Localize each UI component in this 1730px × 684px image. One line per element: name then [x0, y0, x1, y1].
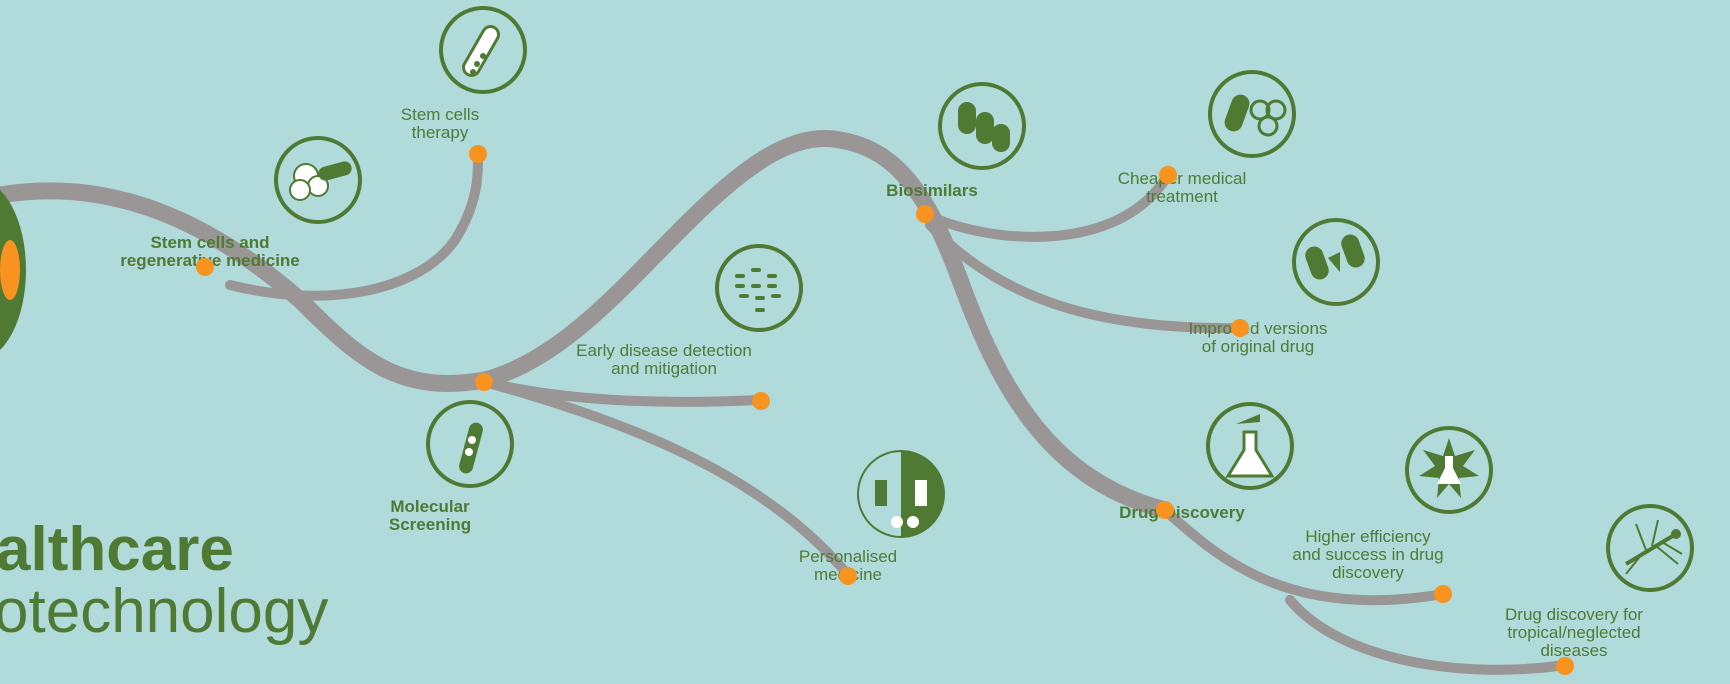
- label-early-detection: Early disease detection and mitigation: [576, 341, 752, 378]
- label-molecular-screening: Molecular Screening: [388, 497, 472, 534]
- branch-cheaper: [920, 170, 1173, 242]
- node-dot-molecular: [475, 373, 493, 391]
- title-healthcare: althcare: [0, 515, 234, 584]
- flask-burst-icon: [1405, 426, 1493, 514]
- flask-icon: [1206, 402, 1294, 490]
- test-tube-cells-icon: [439, 6, 527, 94]
- label-drug-discovery: Drug Discovery: [1119, 503, 1245, 522]
- node-dot-improved: [1231, 319, 1249, 337]
- node-dot-drug-discovery: [1156, 501, 1174, 519]
- branch-improved: [925, 220, 1245, 334]
- label-stem-cells-therapy: Stem cells therapy: [400, 105, 480, 142]
- stem-cell-regeneration-icon: [274, 136, 362, 224]
- dna-sequence-icon: [715, 244, 803, 332]
- label-cheaper-treatment: Cheaper medical treatment: [1117, 169, 1247, 206]
- node-dot-tropical: [1556, 657, 1574, 675]
- label-stem-cells-regenerative: Stem cells and regenerative medicine: [120, 233, 300, 270]
- node-dot-higher-efficiency: [1434, 585, 1452, 603]
- node-dot-cheaper: [1159, 166, 1177, 184]
- branch-higher-eff: [1160, 505, 1448, 606]
- screening-tube-icon: [426, 400, 514, 488]
- mosquito-icon: [1606, 504, 1694, 592]
- trunk-branch: [0, 130, 1174, 519]
- label-higher-efficiency: Higher efficiency and success in drug di…: [1292, 527, 1444, 582]
- node-dot-early-detection: [752, 392, 770, 410]
- branch-tropical: [1285, 595, 1570, 675]
- label-biosimilars: Biosimilars: [886, 181, 978, 200]
- node-dot-stem-regen: [196, 258, 214, 276]
- improved-capsules-icon: [1292, 218, 1380, 306]
- branch-personalised: [480, 377, 853, 580]
- cheaper-pills-icon: [1208, 70, 1296, 158]
- label-tropical-diseases: Drug discovery for tropical/neglected di…: [1505, 605, 1643, 660]
- node-dot-personalised: [839, 567, 857, 585]
- label-improved-versions: Improved versions of original drug: [1188, 319, 1328, 356]
- biosimilar-capsules-icon: [938, 82, 1026, 170]
- node-dot-biosimilars: [916, 205, 934, 223]
- title-biotechnology: otechnology: [0, 577, 329, 646]
- personalised-medicine-icon: [857, 450, 945, 538]
- branch-stem-therapy: [225, 149, 484, 301]
- node-dot-stem-therapy: [469, 145, 487, 163]
